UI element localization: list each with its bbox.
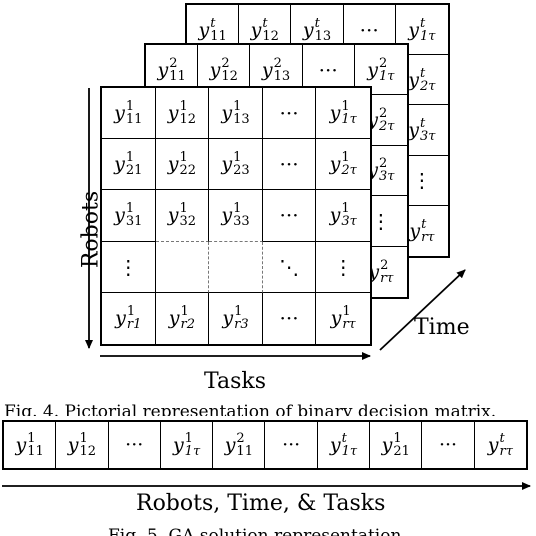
layer-1-cell-r4-c4: ⋱ — [262, 241, 317, 293]
layer-t-cell-r4-c5: ⋮ — [395, 156, 448, 206]
layer-2-cell-r4-c5: ⋮ — [354, 196, 407, 247]
layer-1-cell-r4-c3 — [209, 241, 263, 293]
fig4-caption: Fig. 4. Pictorial representation of bina… — [4, 402, 497, 416]
layer-1-cell-r2-c4: ··· — [262, 139, 317, 191]
vector-gene-9: ··· — [422, 422, 475, 468]
layer-1-cell-r5-c4: ··· — [263, 292, 317, 344]
time-axis-label: Time — [414, 315, 470, 340]
fig5-caption: Fig. 5. GA solution representation. — [108, 526, 407, 536]
layer-1-cell-r1-c4: ··· — [262, 88, 317, 140]
vector-gene-6: ··· — [265, 422, 318, 468]
layer-1-cell-r3-c4: ··· — [262, 190, 317, 242]
layer-1-cell-r4-c1: ⋮ — [102, 241, 156, 293]
tasks-axis-label: Tasks — [204, 369, 266, 394]
time-axis-arrow — [379, 269, 466, 351]
vector-gene-3: ··· — [109, 422, 161, 468]
robots-axis-label: Robots — [78, 190, 104, 269]
layer-1-cell-r4-c5: ⋮ — [316, 242, 370, 293]
layer-1-cell-r4-c2 — [155, 241, 210, 293]
vector-axis-label: Robots, Time, & Tasks — [136, 491, 386, 516]
